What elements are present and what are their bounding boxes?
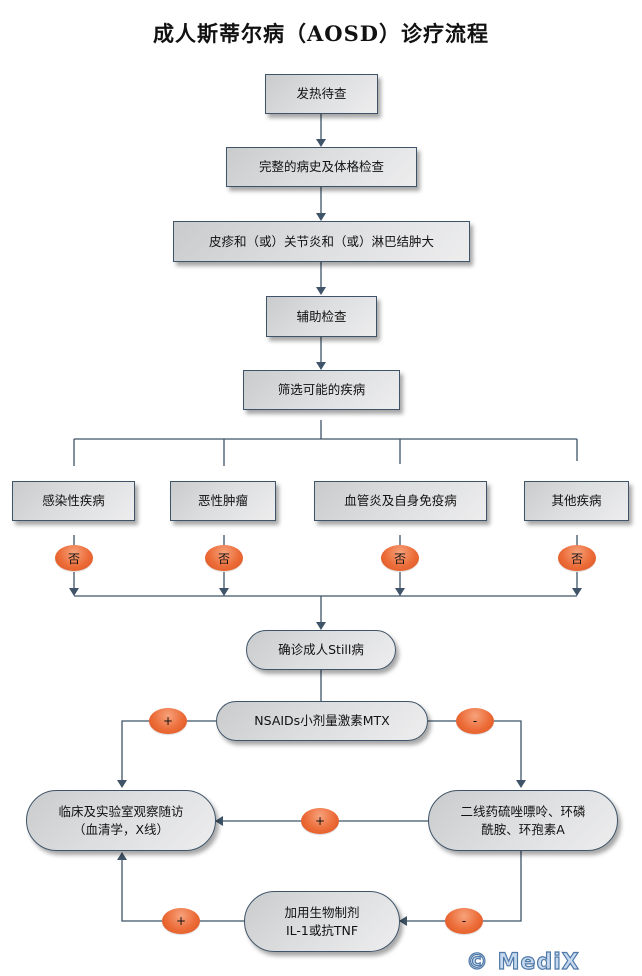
differential-label: 恶性肿瘤 [197, 493, 248, 508]
differential-label: 其他疾病 [551, 493, 602, 508]
response-badge-label: - [472, 714, 478, 728]
connector-secondline-biologic [399, 851, 522, 926]
first-line-label: NSAIDs小剂量激素MTX [254, 713, 390, 728]
biologic-therapy-node: 加用生物制剂 IL-1或抗TNF [244, 891, 400, 952]
response-badge-label: + [175, 914, 187, 928]
step-symptoms: 皮疹和（或）关节炎和（或）淋巴结肿大 [173, 221, 470, 262]
diagnosis-node: 确诊成人Still病 [246, 630, 396, 670]
response-badge-first-line-negative: - [456, 708, 494, 734]
watermark-logo: © MediX [465, 949, 580, 975]
result-badge-malignancy: 否 [205, 545, 243, 571]
differential-vasculitis-autoimmune: 血管炎及自身免疫病 [314, 481, 487, 521]
step-fever-label: 发热待查 [296, 86, 347, 101]
result-badge-other: 否 [558, 545, 596, 571]
diagram-title: 成人斯蒂尔病（AOSD）诊疗流程 [153, 21, 489, 46]
step-symptoms-label: 皮疹和（或）关节炎和（或）淋巴结肿大 [208, 233, 434, 249]
response-badge-first-line-positive: + [149, 708, 187, 734]
differential-infection: 感染性疾病 [12, 481, 135, 521]
result-badge-infection: 否 [55, 545, 93, 571]
second-line-label-2: 酰胺、环孢素A [481, 821, 565, 837]
result-badge-label: 否 [67, 551, 80, 566]
response-badge-label: + [162, 714, 174, 728]
follow-up-label-2: （血清学，X线） [72, 821, 170, 837]
follow-up-label-1: 临床及实验室观察随访 [58, 803, 184, 819]
differential-other: 其他疾病 [524, 481, 629, 521]
step-screen-label: 筛选可能的疾病 [277, 382, 366, 397]
step-screen: 筛选可能的疾病 [243, 370, 400, 410]
result-badge-label: 否 [217, 551, 230, 566]
response-badge-label: + [314, 814, 326, 828]
differential-label: 感染性疾病 [42, 493, 105, 508]
second-line-therapy-node: 二线药硫唑嘌呤、环磷 酰胺、环孢素A [428, 790, 618, 851]
response-badge-biologic-positive: + [162, 908, 200, 934]
first-line-therapy-node: NSAIDs小剂量激素MTX [216, 701, 428, 741]
biologic-label-2: IL-1或抗TNF [285, 922, 359, 938]
result-badge-label: 否 [393, 551, 406, 566]
differential-malignancy: 恶性肿瘤 [170, 481, 276, 521]
step-history: 完整的病史及体格检查 [226, 147, 417, 187]
biologic-label-1: 加用生物制剂 [284, 904, 360, 920]
step-history-label: 完整的病史及体格检查 [258, 159, 384, 174]
connector-biologic-followup [117, 852, 244, 922]
response-badge-second-line-negative: - [445, 908, 483, 934]
step-fever: 发热待查 [265, 74, 378, 114]
step-aux-exam-label: 辅助检查 [296, 308, 347, 324]
result-badge-vasculitis: 否 [381, 545, 419, 571]
second-line-label-1: 二线药硫唑嘌呤、环磷 [460, 803, 586, 819]
step-aux-exam: 辅助检查 [266, 296, 377, 337]
response-badge-label: - [461, 914, 467, 928]
differential-label: 血管炎及自身免疫病 [344, 493, 457, 508]
response-badge-second-line-positive: + [301, 808, 339, 834]
result-badge-label: 否 [570, 551, 583, 566]
follow-up-node: 临床及实验室观察随访 （血清学，X线） [26, 790, 216, 851]
diagnosis-label: 确诊成人Still病 [278, 642, 364, 657]
